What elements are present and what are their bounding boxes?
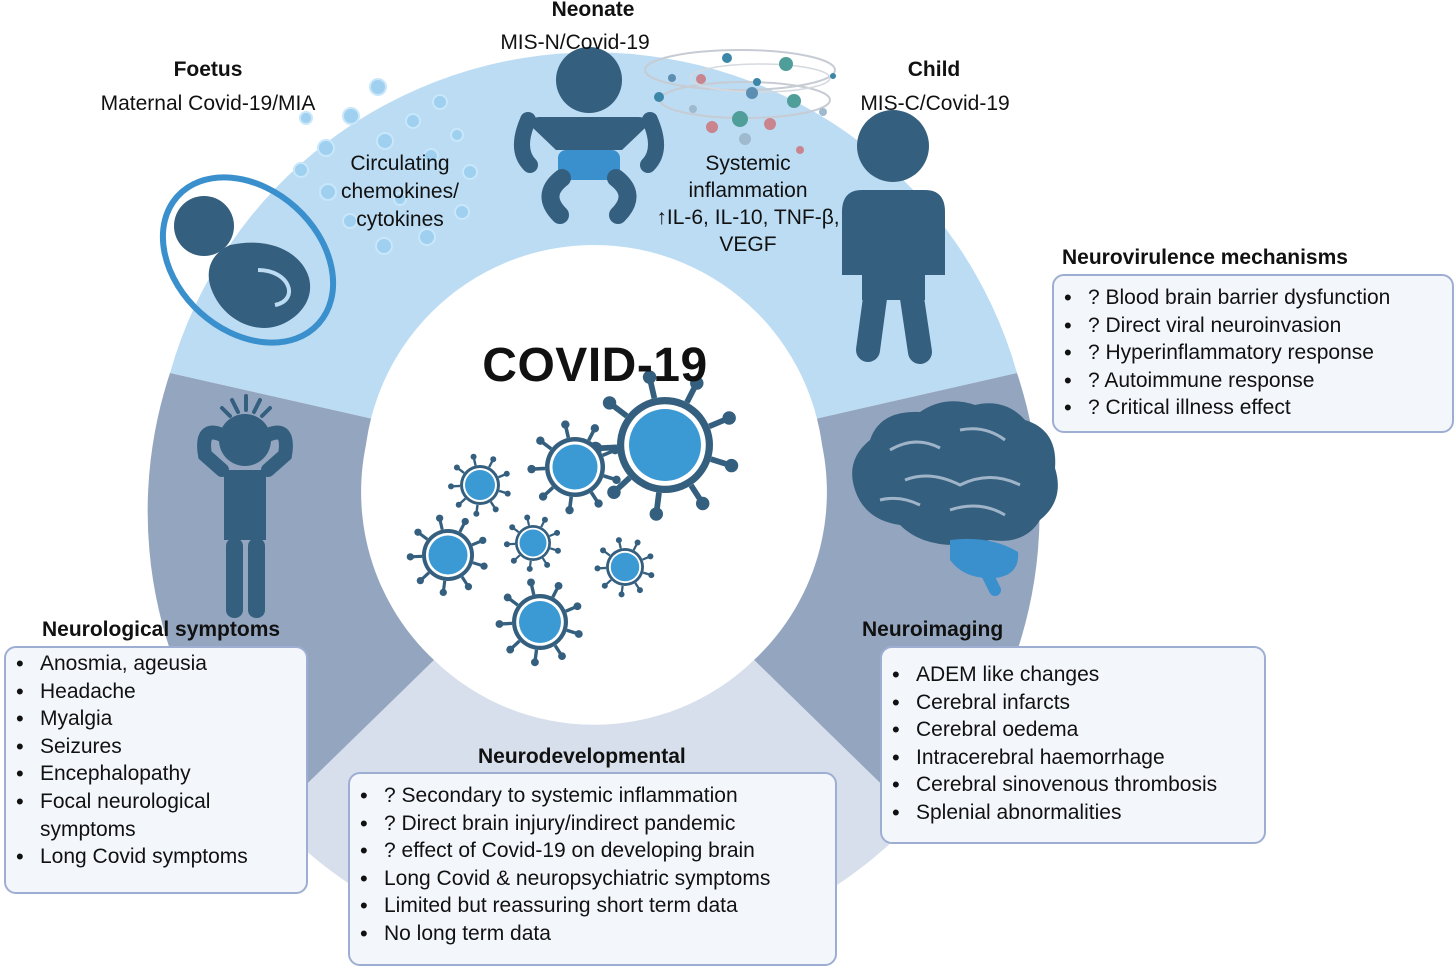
inflammation-swirl (644, 49, 836, 154)
neurovirulence-box: ? Blood brain barrier dysfunction ? Dire… (1052, 274, 1454, 433)
neurodevelopmental-item: Long Covid & neuropsychiatric symptoms (350, 865, 835, 893)
circulating-line3: cytokines (356, 208, 444, 231)
neuroimaging-item: Intracerebral haemorrhage (882, 744, 1264, 772)
foetus-subtitle: Maternal Covid-19/MIA (100, 92, 316, 115)
cytokine-dots (293, 78, 478, 255)
neonate-subtitle: MIS-N/Covid-19 (500, 31, 650, 54)
brain-icon (852, 401, 1058, 596)
child-subtitle: MIS-C/Covid-19 (860, 92, 1010, 115)
circulating-line1: Circulating (350, 152, 450, 175)
circulating-line2: chemokines/ (341, 180, 459, 203)
neuroimaging-item: ADEM like changes (882, 661, 1264, 689)
neurological-item: Long Covid symptoms (6, 843, 306, 871)
neurodevelopmental-item: ? Direct brain injury/indirect pandemic (350, 810, 835, 838)
neurodevelopmental-title: Neurodevelopmental (478, 745, 686, 768)
neurodevelopmental-item: ? Secondary to systemic inflammation (350, 782, 835, 810)
neuroimaging-item: Cerebral sinovenous thrombosis (882, 771, 1264, 799)
neurovirulence-title: Neurovirulence mechanisms (1062, 246, 1348, 269)
child-icon (842, 110, 945, 364)
neurovirulence-item: ? Critical illness effect (1054, 394, 1452, 422)
systemic-line4: VEGF (719, 233, 777, 256)
systemic-line3: ↑IL-6, IL-10, TNF-β, (656, 206, 840, 229)
neurodevelopmental-item: Limited but reassuring short term data (350, 892, 835, 920)
virus-icon (503, 514, 561, 572)
foetus-icon (159, 174, 337, 346)
neurological-title: Neurological symptoms (42, 618, 281, 641)
neurological-item: Seizures (6, 733, 306, 761)
neurological-item: Headache (6, 678, 306, 706)
neurodevelopmental-box: ? Secondary to systemic inflammation ? D… (348, 772, 837, 966)
covid-title: COVID-19 (482, 339, 708, 392)
circulating-label: Circulating chemokines/ cytokines (325, 152, 475, 231)
neurovirulence-item: ? Blood brain barrier dysfunction (1054, 284, 1452, 312)
neuroimaging-item: Cerebral oedema (882, 716, 1264, 744)
neurovirulence-item: ? Hyperinflammatory response (1054, 339, 1452, 367)
neurological-item: Encephalopathy (6, 760, 306, 788)
systemic-line1: Systemic (705, 152, 791, 175)
neurological-box: Anosmia, ageusia Headache Myalgia Seizur… (4, 646, 308, 894)
neurovirulence-item: ? Direct viral neuroinvasion (1054, 312, 1452, 340)
systemic-label: Systemic inflammation ↑IL-6, IL-10, TNF-… (648, 152, 848, 256)
neurological-item: Anosmia, ageusia (6, 650, 306, 678)
neuroimaging-item: Splenial abnormalities (882, 799, 1264, 827)
foetus-title: Foetus (173, 58, 243, 81)
neuroimaging-box: ADEM like changes Cerebral infarcts Cere… (880, 646, 1266, 844)
virus-icon (594, 537, 655, 598)
neurodevelopmental-item: ? effect of Covid-19 on developing brain (350, 837, 835, 865)
neurological-item: Focal neurological symptoms (6, 788, 240, 843)
neurodevelopmental-item: No long term data (350, 920, 835, 948)
virus-icon (448, 453, 511, 517)
systemic-line2: inflammation (688, 179, 808, 202)
neurovirulence-item: ? Autoimmune response (1054, 367, 1452, 395)
virus-icon (495, 578, 583, 667)
distressed-person-icon (197, 394, 293, 618)
child-title: Child (907, 58, 961, 81)
neuroimaging-item: Cerebral infarcts (882, 689, 1264, 717)
virus-icon (527, 420, 621, 515)
neurological-item: Myalgia (6, 705, 306, 733)
neuroimaging-title: Neuroimaging (862, 618, 1004, 641)
neonate-icon (514, 47, 664, 224)
neonate-title: Neonate (551, 0, 635, 21)
virus-icon (406, 514, 488, 597)
virus-particles (406, 370, 739, 667)
